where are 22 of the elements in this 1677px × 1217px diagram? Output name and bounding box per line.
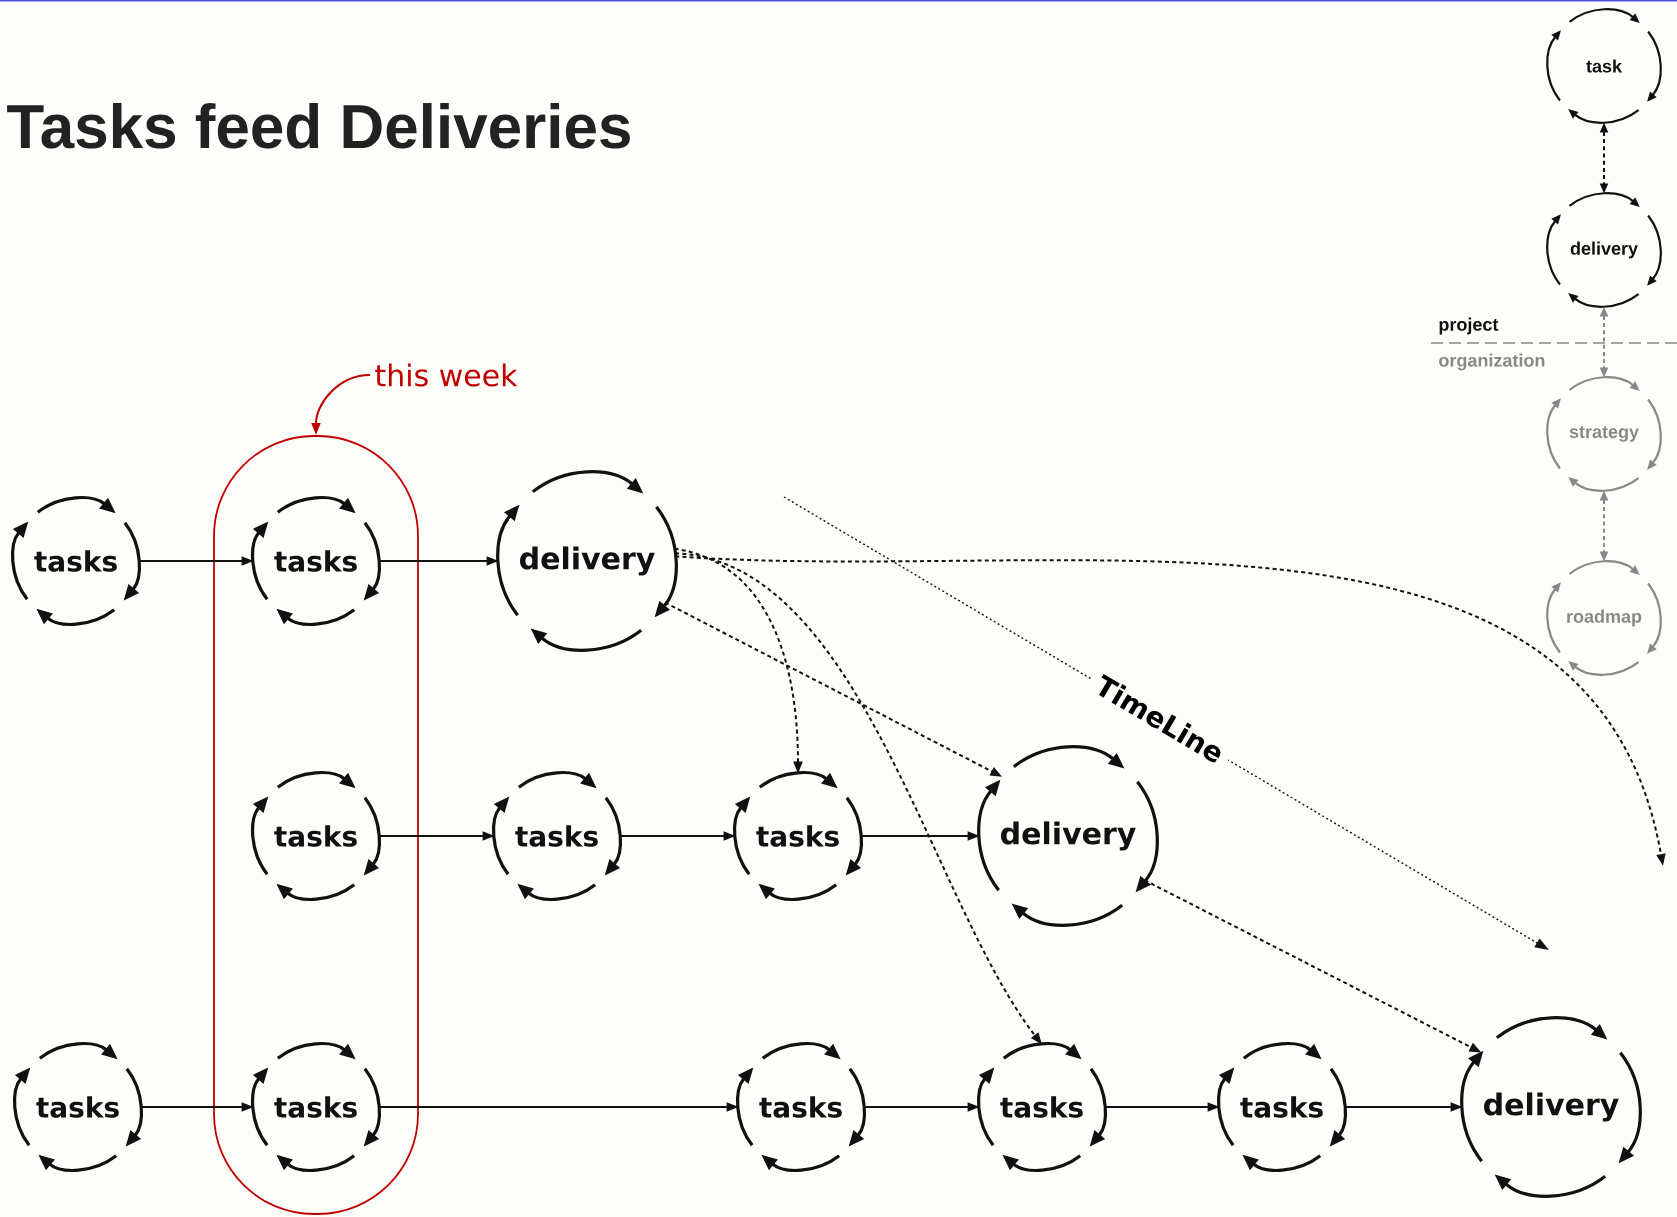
node-label: delivery [1001,821,1136,851]
node-label: roadmap [1567,609,1642,627]
node-label: task [1586,59,1623,73]
node-label: delivery [520,546,655,576]
node-label: tasks [274,550,357,572]
section-label: organization [1439,353,1545,371]
node-label: tasks [274,1096,357,1118]
loop-outline [213,435,419,1215]
node-label: tasks [759,1096,842,1118]
node-label: tasks [515,825,598,847]
node-label: tasks [756,825,839,847]
node-label: delivery [1570,241,1638,259]
node-label: strategy [1569,426,1639,442]
node-label: tasks [36,1096,119,1118]
title: Tasks feed Deliveries [7,103,630,149]
callout-text: this week [375,363,518,387]
node-label: tasks [1240,1096,1323,1118]
node-label: tasks [274,825,357,847]
section-label: project [1439,317,1499,335]
node-label: tasks [34,550,117,572]
node-label: delivery [1484,1092,1619,1122]
node-label: tasks [1000,1096,1083,1118]
